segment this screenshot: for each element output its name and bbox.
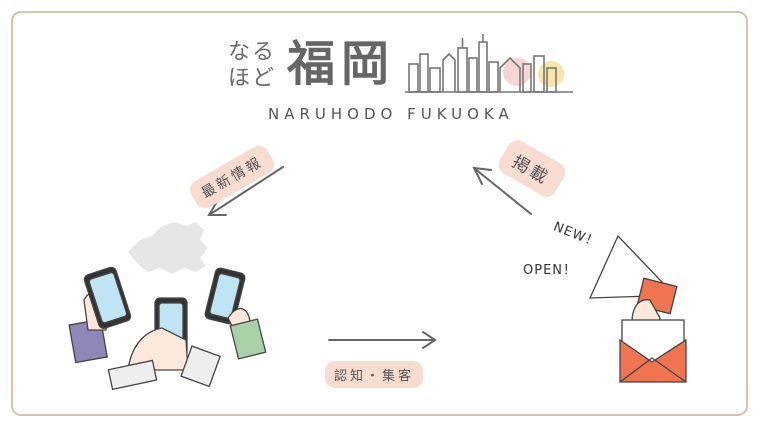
logo-kana: なるほど <box>228 40 277 91</box>
left-hand-phone <box>68 266 132 364</box>
arrow-latest-to-users <box>208 166 284 216</box>
fukuoka-map-icon <box>128 222 208 274</box>
label-recognition: 認知・集客 <box>325 361 424 388</box>
center-hand-phone <box>107 297 221 391</box>
city-skyline-icon <box>405 34 573 93</box>
arrow-shop-to-listing <box>473 167 532 215</box>
right-hand-phone <box>204 267 267 360</box>
envelope-icon <box>619 338 687 383</box>
open-label: OPEN！ <box>523 263 578 278</box>
logo-kanji: 福岡 <box>287 36 396 92</box>
logo-subtitle: NARUHODO FUKUOKA <box>268 105 514 123</box>
